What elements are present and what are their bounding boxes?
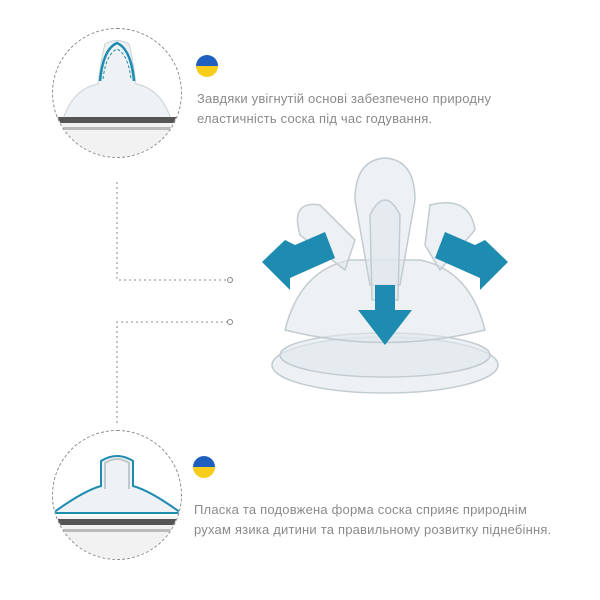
ukraine-flag-icon	[196, 55, 218, 77]
top-description: Завдяки увігнутій основі забезпечено при…	[197, 89, 491, 129]
nipple-detail-bottom	[52, 430, 182, 560]
nipple-detail-top	[52, 28, 182, 158]
arrow-right-icon	[435, 232, 508, 290]
bottom-description: Пласка та подовжена форма соска сприяє п…	[194, 500, 551, 540]
ukraine-flag-icon	[193, 456, 215, 478]
top-description-line2: еластичність соска під час годування.	[197, 111, 433, 126]
bottom-description-line1: Пласка та подовжена форма соска сприяє п…	[194, 502, 527, 517]
arrow-icons	[262, 232, 508, 345]
bottom-description-line2: рухам язика дитини та правильному розвит…	[194, 522, 552, 537]
arrow-down-icon	[358, 285, 412, 345]
top-description-line1: Завдяки увігнутій основі забезпечено при…	[197, 91, 492, 106]
nipple-cross-section-icon	[53, 455, 181, 559]
nipple-cross-section-icon	[53, 40, 181, 157]
arrow-left-icon	[262, 232, 335, 290]
